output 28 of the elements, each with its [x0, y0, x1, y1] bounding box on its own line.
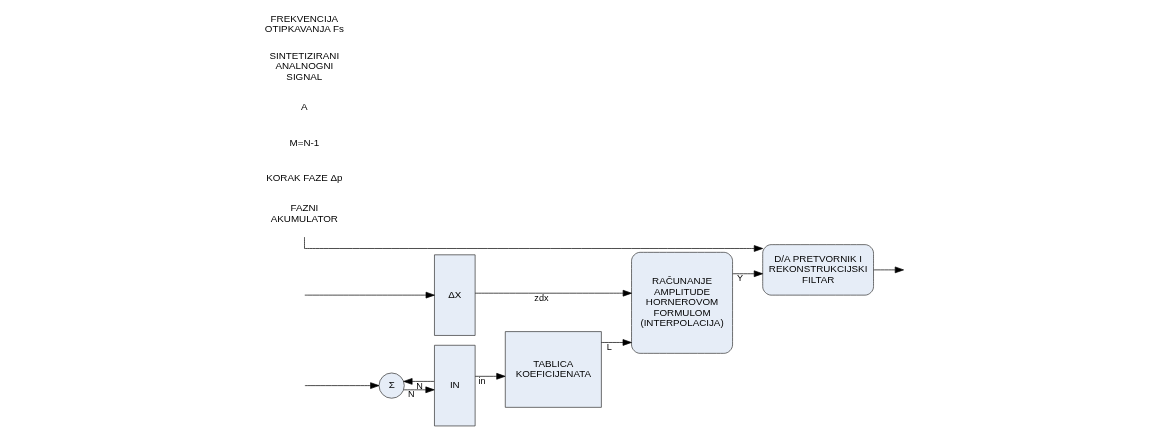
arrow	[732, 270, 763, 278]
node-box: ΔX	[434, 254, 476, 336]
node-box: TABLICA KOEFICIJENATA	[504, 331, 602, 408]
label: SINTETIZIRANI ANALNOGNI SIGNAL	[269, 49, 340, 82]
node-circle: Σ	[378, 372, 405, 399]
arrow	[304, 291, 435, 299]
arrow	[403, 386, 435, 394]
node-box: RAČUNANJE AMPLITUDE HORNEROVOM FORMULOM (INTERPOLACIJA)	[631, 252, 733, 354]
label: M=N-1	[289, 136, 320, 148]
arrow	[304, 236, 763, 252]
label: FAZNI AKUMULATOR	[270, 202, 338, 224]
label: KORAK FAZE Δp	[266, 171, 343, 183]
label: FREKVENCIJA OTIPKAVANJA Fs	[264, 12, 344, 35]
arrow	[474, 289, 632, 297]
node-box: D/A PRETVORNIK I REKONSTRUKCIJSKI FILTAR	[762, 244, 874, 296]
label: A	[301, 101, 308, 113]
arrow	[474, 373, 506, 380]
edge-label: N	[416, 380, 423, 391]
arrow	[873, 266, 904, 274]
edge-label: in	[478, 375, 486, 386]
edge-label: zdx	[534, 292, 549, 303]
arrow	[601, 339, 632, 346]
edge-label: N	[408, 389, 415, 400]
edge-label: L	[606, 341, 612, 352]
arrow	[403, 378, 435, 385]
arrow	[304, 382, 380, 389]
edge-label: Y	[736, 273, 743, 284]
node-box: IN	[434, 344, 476, 427]
